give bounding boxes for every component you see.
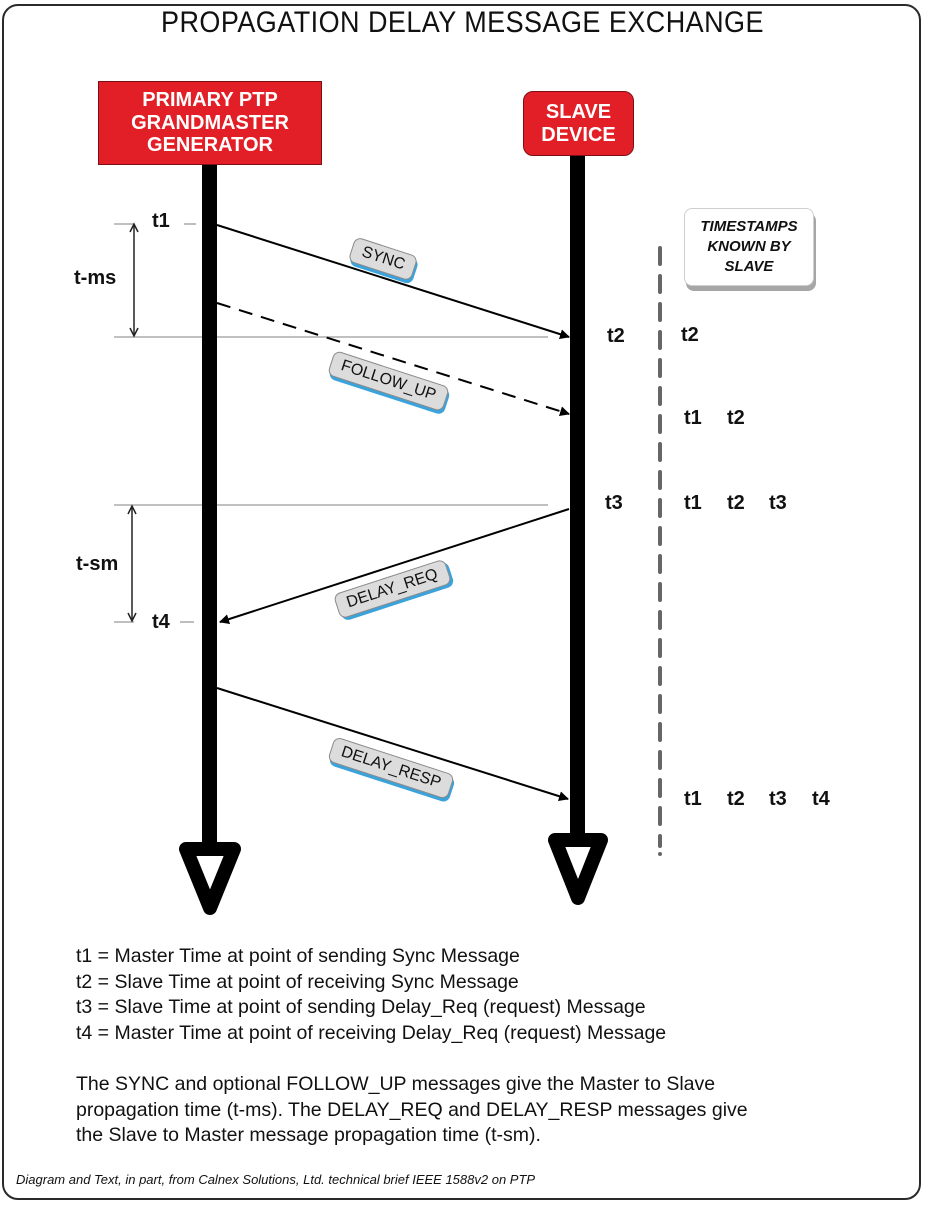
interval-arrow-t-ms: [129, 222, 139, 338]
known-row-4-item-2: t2: [727, 788, 745, 810]
known-row-4-item-3: t3: [769, 788, 787, 810]
guide-lines: [114, 223, 548, 623]
slave-device-node: SLAVE DEVICE: [523, 91, 634, 156]
legend-t4: t4 = Master Time at point of receiving D…: [76, 1021, 667, 1044]
slave-node-label: SLAVE DEVICE: [541, 101, 616, 146]
master-node-label: PRIMARY PTP GRANDMASTER GENERATOR: [131, 89, 289, 157]
known-row-2-item-2: t2: [727, 407, 745, 429]
slave-lifeline: [570, 155, 585, 845]
known-row-3-item-2: t2: [727, 492, 745, 514]
sync-arrow: [216, 224, 570, 340]
follow-up-arrow: [216, 302, 570, 417]
timestamp-t2: t2: [607, 325, 625, 347]
paragraph-line-1: The SYNC and optional FOLLOW_UP messages…: [76, 1073, 716, 1095]
delay-resp-arrow: [216, 687, 569, 802]
diagram-title: PROPAGATION DELAY MESSAGE EXCHANGE: [161, 6, 764, 39]
delay-req-arrow: [219, 508, 570, 624]
legend-t1: t1 = Master Time at point of sending Syn…: [76, 945, 520, 967]
legend-t2: t2 = Slave Time at point of receiving Sy…: [76, 970, 519, 993]
interval-label-t-sm: t-sm: [76, 553, 119, 575]
source-credit: Diagram and Text, in part, from Calnex S…: [16, 1172, 536, 1187]
master-lifeline-arrowhead: [179, 842, 241, 915]
paragraph-line-2: propagation time (t-ms). The DELAY_REQ a…: [76, 1098, 748, 1121]
timestamp-t3: t3: [605, 492, 623, 514]
interval-label-t-ms: t-ms: [74, 267, 117, 289]
slave-lifeline-arrowhead: [548, 833, 608, 905]
paragraph-line-3: the Slave to Master message propagation …: [76, 1124, 541, 1146]
timestamp-legend: t1 = Master Time at point of sending Syn…: [76, 944, 666, 1046]
timestamps-known-by-slave-header: TIMESTAMPS KNOWN BY SLAVE: [684, 208, 814, 286]
known-row-3-item-1: t1: [684, 492, 702, 514]
legend-t3: t3 = Slave Time at point of sending Dela…: [76, 996, 646, 1018]
known-header-text: TIMESTAMPS KNOWN BY SLAVE: [700, 217, 798, 276]
primary-ptp-grandmaster-node: PRIMARY PTP GRANDMASTER GENERATOR: [98, 81, 322, 165]
known-row-1-item-1: t2: [681, 324, 699, 346]
timestamp-t4: t4: [152, 611, 170, 633]
known-row-4-item-4: t4: [812, 788, 830, 810]
known-row-3-item-3: t3: [769, 492, 787, 514]
master-lifeline: [202, 164, 217, 854]
known-row-4-item-1: t1: [684, 788, 702, 810]
timestamp-t1: t1: [152, 210, 170, 232]
diagram-frame: [2, 4, 921, 1200]
explanation-paragraph: The SYNC and optional FOLLOW_UP messages…: [76, 1072, 856, 1149]
interval-arrow-t-sm: [127, 504, 137, 623]
known-row-2-item-1: t1: [684, 407, 702, 429]
